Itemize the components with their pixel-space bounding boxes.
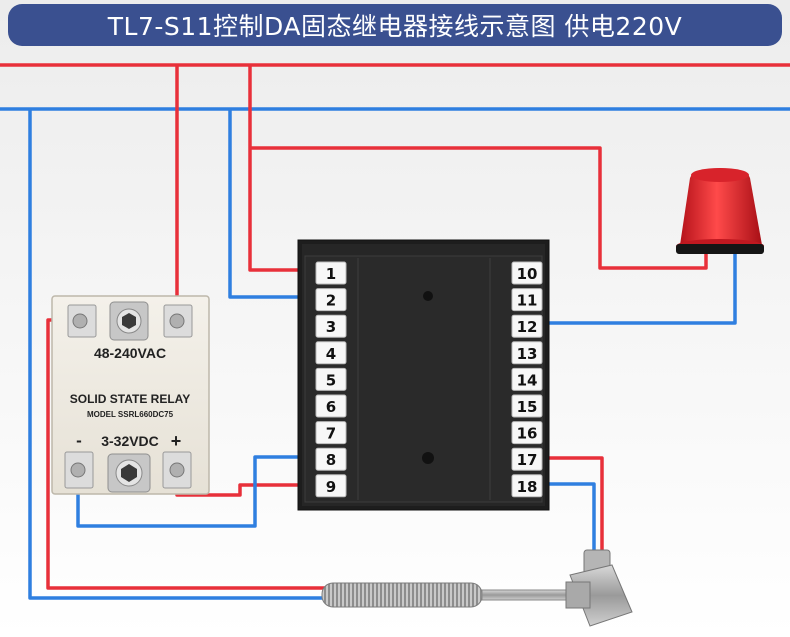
diagram-title: TL7-S11控制DA固态继电器接线示意图 供电220V <box>107 12 683 41</box>
ssr-model: MODEL SSRL660DC75 <box>87 410 174 419</box>
solid-state-relay: 48-240VAC SOLID STATE RELAY MODEL SSRL66… <box>51 295 210 495</box>
terminal-number: 17 <box>517 451 538 469</box>
terminal-plate <box>511 261 543 285</box>
ssr-center-screw-bottom <box>107 453 151 493</box>
terminal-plate <box>315 421 347 445</box>
ssr-ac-terminal-left <box>67 304 97 338</box>
left-terminal: 1 <box>315 261 347 285</box>
heating-element <box>321 582 483 608</box>
terminal-plate <box>315 261 347 285</box>
ssr-name: SOLID STATE RELAY <box>70 392 190 406</box>
terminal-number: 14 <box>517 371 538 389</box>
terminal-number: 1 <box>326 265 336 283</box>
ssr-center-screw-top <box>109 301 149 341</box>
screw-hole-bottom <box>422 452 434 464</box>
terminal-number: 12 <box>517 318 538 336</box>
terminal-plate <box>315 447 347 471</box>
terminal-plate <box>315 288 347 312</box>
right-terminal: 13 <box>511 341 543 365</box>
right-terminal: 10 <box>511 261 543 285</box>
left-terminal: 8 <box>315 447 347 471</box>
left-terminal: 5 <box>315 367 347 391</box>
terminal-number: 10 <box>517 265 538 283</box>
ssr-dc-label: 3-32VDC <box>101 433 159 449</box>
wire-terminal-12-to-lamp <box>512 252 737 325</box>
ssr-dc-terminal-minus <box>64 451 94 489</box>
terminal-number: 15 <box>517 398 538 416</box>
right-terminal: 12 <box>511 314 543 338</box>
terminal-plate <box>315 367 347 391</box>
title-banner: TL7-S11控制DA固态继电器接线示意图 供电220V <box>8 4 782 46</box>
left-terminal: 6 <box>315 394 347 418</box>
right-terminal: 15 <box>511 394 543 418</box>
left-terminal: 7 <box>315 421 347 445</box>
terminal-plate <box>511 341 543 365</box>
terminal-number: 18 <box>517 478 538 496</box>
thermocouple-sensor <box>481 549 633 627</box>
right-terminal-block: 10 11 12 13 14 15 16 17 18 <box>511 261 543 498</box>
terminal-number: 9 <box>326 478 336 496</box>
terminal-plate <box>511 314 543 338</box>
ssr-dc-terminal-plus <box>162 451 192 489</box>
neutral-to-ssr-ac <box>28 109 325 600</box>
terminal-number: 5 <box>326 371 336 389</box>
terminal-number: 2 <box>326 292 336 310</box>
neutral-to-terminal-2 <box>228 109 318 299</box>
terminal-number: 3 <box>326 318 336 336</box>
left-terminal: 4 <box>315 341 347 365</box>
live-to-terminal-1 <box>248 65 318 272</box>
left-terminal-block: 1 2 3 4 5 6 7 8 9 <box>315 261 347 498</box>
screw-hole-top <box>423 291 433 301</box>
terminal-plate <box>511 474 543 498</box>
right-terminal: 14 <box>511 367 543 391</box>
terminal-number: 11 <box>517 292 538 310</box>
ssr-minus-to-terminal-8 <box>76 455 318 528</box>
ssr-plus-label: + <box>171 431 182 451</box>
terminal-plate <box>511 421 543 445</box>
terminal-number: 16 <box>517 425 538 443</box>
terminal-number: 6 <box>326 398 336 416</box>
terminal-plate <box>315 394 347 418</box>
terminal-plate <box>511 394 543 418</box>
terminal-number: 7 <box>326 425 336 443</box>
ssr-ac-terminal-right <box>163 304 193 338</box>
left-terminal: 2 <box>315 288 347 312</box>
right-terminal: 18 <box>511 474 543 498</box>
left-terminal: 3 <box>315 314 347 338</box>
terminal-plate <box>315 341 347 365</box>
alarm-lamp <box>676 168 764 254</box>
terminal-number: 4 <box>326 345 336 363</box>
live-to-alarm-lamp <box>250 146 708 270</box>
terminal-plate <box>315 474 347 498</box>
ssr-minus-label: - <box>76 431 82 450</box>
terminal-number: 8 <box>326 451 336 469</box>
right-terminal: 17 <box>511 447 543 471</box>
left-terminal: 9 <box>315 474 347 498</box>
terminal-number: 13 <box>517 345 538 363</box>
right-terminal: 16 <box>511 421 543 445</box>
terminal-plate <box>511 288 543 312</box>
terminal-plate <box>315 314 347 338</box>
ssr-ac-label: 48-240VAC <box>94 345 166 361</box>
terminal-plate <box>511 447 543 471</box>
right-terminal: 11 <box>511 288 543 312</box>
terminal-plate <box>511 367 543 391</box>
